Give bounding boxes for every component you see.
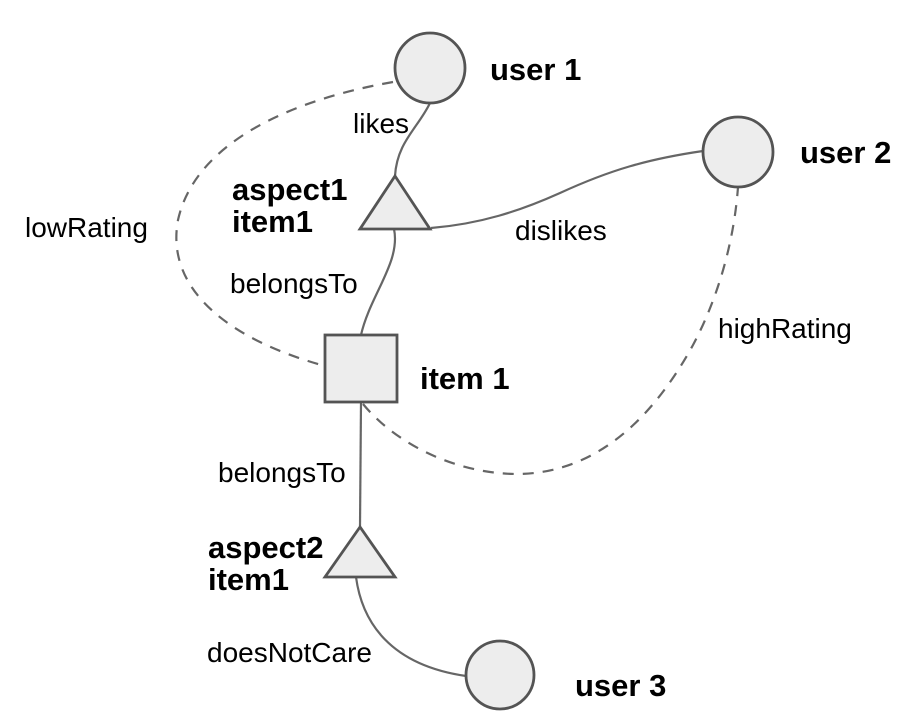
node-user2-circle (701, 115, 775, 189)
edges (175, 80, 740, 678)
edge-likes (393, 102, 431, 177)
node-aspect2-triangle (322, 524, 398, 579)
edge-high-rating (362, 186, 740, 476)
node-user1-circle (393, 31, 467, 105)
edge-label-belongs-to-2: belongsTo (218, 457, 346, 488)
node-label-item1: item 1 (420, 361, 510, 396)
edge-dislikes (430, 149, 704, 230)
edge-label-likes: likes (353, 108, 409, 139)
node-aspect1-triangle (357, 173, 433, 231)
node-label-aspect1-line2: item1 (232, 204, 313, 239)
node-label-aspect2-line2: item1 (208, 562, 289, 597)
node-label-aspect2-line1: aspect2 (208, 530, 323, 565)
nodes (322, 31, 775, 711)
edge-label-does-not-care: doesNotCare (207, 637, 372, 668)
edge-label-dislikes: dislikes (515, 215, 607, 246)
edge-label-belongs-to-1: belongsTo (230, 268, 358, 299)
node-item1-square (323, 333, 399, 404)
node-labels: user 1 user 2 user 3 item 1 aspect1 item… (208, 52, 891, 703)
edge-belongs-to-1 (359, 228, 397, 336)
edge-label-high-rating: highRating (718, 313, 852, 344)
edge-label-low-rating: lowRating (25, 212, 148, 243)
edge-labels: likes dislikes belongsTo belongsTo doesN… (25, 108, 852, 668)
node-label-aspect1-line1: aspect1 (232, 172, 347, 207)
edge-does-not-care (354, 576, 467, 678)
node-user3-circle (464, 639, 536, 711)
edge-low-rating (175, 80, 394, 368)
node-label-user3: user 3 (575, 668, 666, 703)
node-label-user1: user 1 (490, 52, 581, 87)
node-label-user2: user 2 (800, 135, 891, 170)
edge-belongs-to-2 (358, 401, 363, 528)
